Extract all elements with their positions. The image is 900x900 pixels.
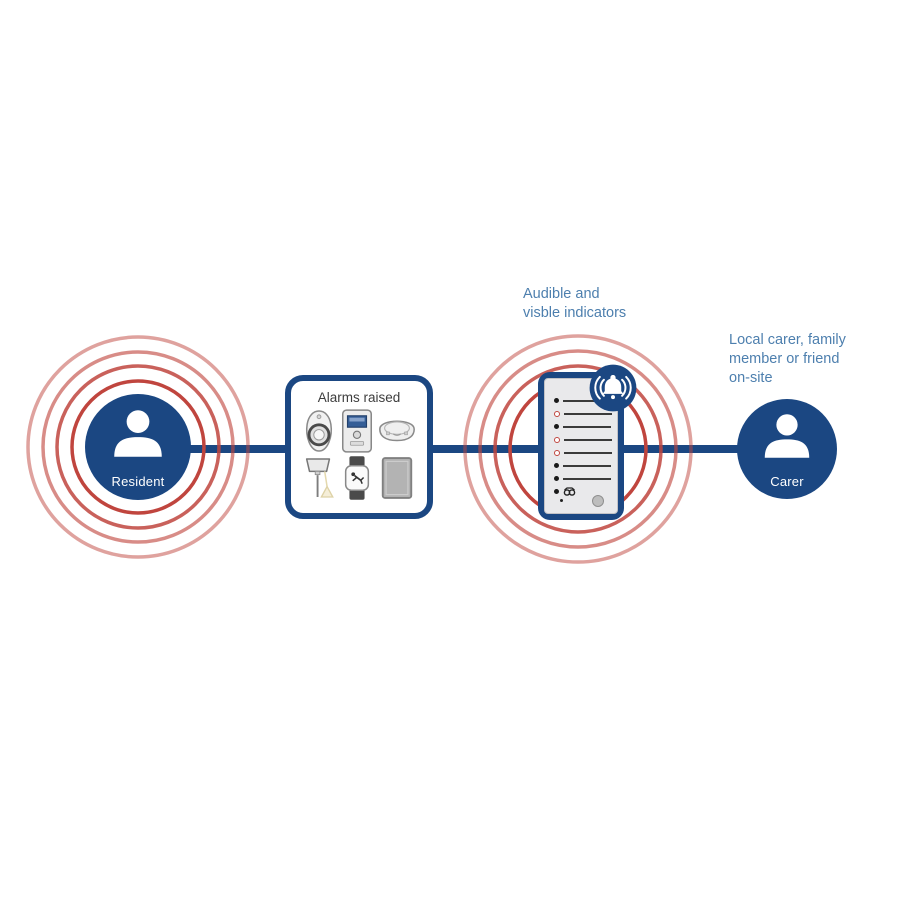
carer-node: Carer (737, 399, 837, 499)
pendant-alarm-icon (305, 410, 333, 452)
panel-bottom-controls (545, 494, 617, 507)
red-indicator-dot (554, 410, 560, 417)
black-indicator-dot (554, 476, 559, 481)
indicator-caption-line1: Audible and (523, 286, 600, 302)
indicator-row (545, 446, 617, 459)
indicator-rows (545, 394, 617, 498)
wall-alarm-unit-icon (341, 409, 373, 453)
panel-small-dot (560, 499, 563, 502)
resident-label: Resident (111, 474, 165, 489)
carer-label: Carer (770, 474, 804, 489)
carer-caption: Local carer, family member or friend on-… (729, 331, 846, 388)
fall-detector-watch-icon (344, 456, 370, 500)
indicator-caption-line2: visble indicators (523, 305, 627, 321)
black-indicator-dot (554, 463, 559, 468)
indicator-row (545, 394, 617, 407)
indicator-row (545, 485, 617, 498)
sensor-mat-icon (381, 457, 413, 499)
alarms-raised-box: Alarms raised (285, 375, 433, 519)
alarm-bell-icon (589, 364, 637, 412)
person-icon (764, 414, 810, 458)
indicator-line (563, 399, 611, 402)
indicator-row (545, 407, 617, 420)
indicator-line (564, 451, 612, 454)
indicator-line (563, 464, 611, 467)
black-indicator-dot (554, 398, 559, 403)
red-indicator-dot (554, 449, 560, 456)
indicator-line (564, 412, 612, 415)
carer-caption-line3: on-site (729, 370, 773, 386)
black-indicator-dot (554, 489, 559, 494)
flow-connector-line (138, 445, 787, 453)
pull-cord-icon (305, 458, 334, 498)
indicator-row (545, 433, 617, 446)
indicator-row (545, 420, 617, 433)
indicator-line (563, 477, 611, 480)
black-indicator-dot (554, 424, 559, 429)
smoke-detector-icon (379, 420, 415, 442)
person-icon (114, 410, 162, 457)
indicator-line (563, 425, 611, 428)
indicator-row (545, 472, 617, 485)
alarms-box-title: Alarms raised (317, 390, 401, 405)
phone-icon (563, 487, 576, 496)
indicator-row (545, 459, 617, 472)
red-indicator-dot (554, 436, 560, 443)
carer-caption-line1: Local carer, family (729, 332, 846, 348)
resident-node: Resident (85, 394, 191, 500)
carer-caption-line2: member or friend (729, 351, 840, 367)
panel-round-button (592, 495, 604, 507)
indicator-line (564, 438, 612, 441)
indicator-caption: Audible and visble indicators (523, 285, 626, 323)
alarm-device-grid (291, 405, 427, 501)
